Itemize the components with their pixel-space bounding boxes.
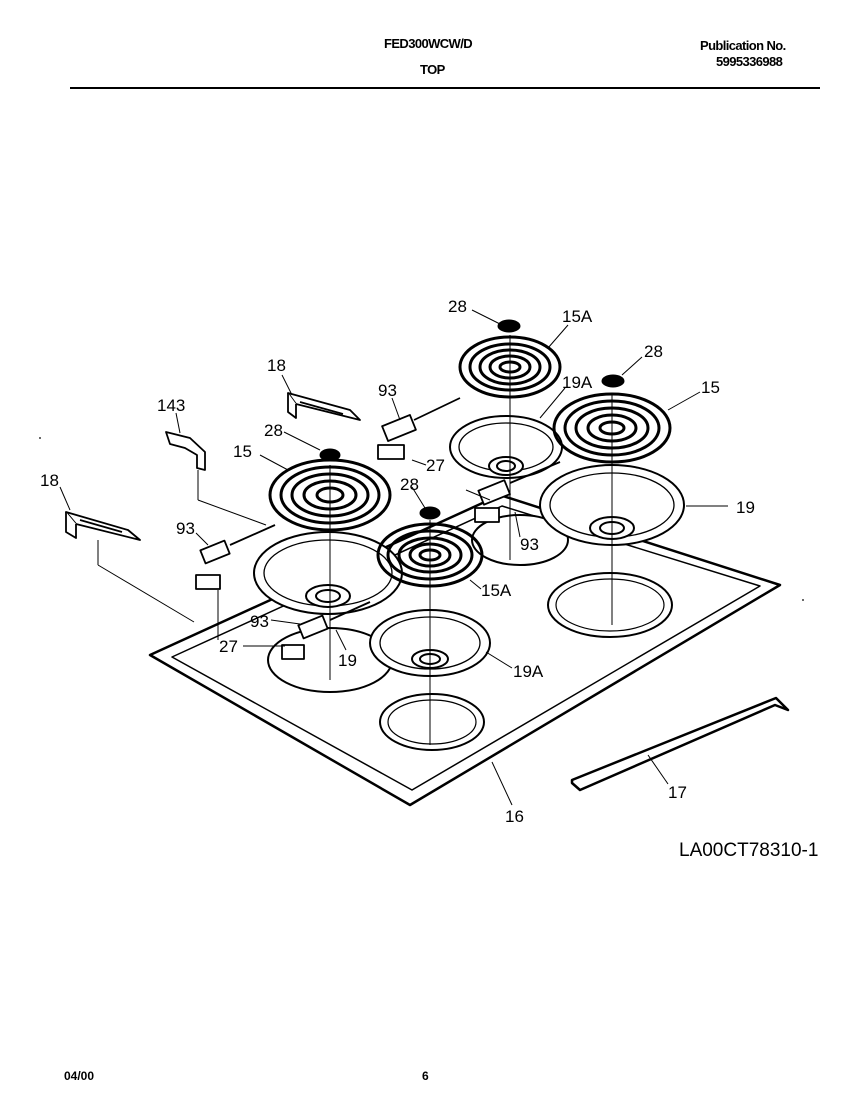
callout-18-left: 18: [40, 471, 59, 490]
publication-number: 5995336988: [716, 54, 783, 69]
drip-bowl-left-large: [253, 531, 403, 615]
leader-lines: [59, 309, 728, 806]
bracket-143: [165, 431, 206, 471]
callout-28-b: 28: [644, 342, 663, 361]
scan-marks: [39, 437, 804, 601]
hardware: [65, 392, 790, 792]
center-lines: [329, 335, 613, 745]
callout-93-rear: 93: [378, 381, 397, 400]
callout-16: 16: [505, 807, 524, 826]
page-number: 6: [422, 1069, 429, 1083]
receptacle-93-right: [474, 461, 561, 523]
publication-label: Publication No.: [700, 38, 786, 53]
callout-93-front: 93: [250, 612, 269, 631]
model-number: FED300WCW/D: [384, 36, 473, 51]
callout-19A-front: 19A: [513, 662, 544, 681]
callout-15A-rear: 15A: [562, 307, 593, 326]
element-openings: [267, 514, 673, 751]
callout-18-rear: 18: [267, 356, 286, 375]
callout-93-right: 93: [520, 535, 539, 554]
callout-93-left: 93: [176, 519, 195, 538]
callout-28-d: 28: [400, 475, 419, 494]
footer-date: 04/00: [64, 1069, 95, 1083]
callout-27-front: 27: [219, 637, 238, 656]
callout-28-a: 28: [448, 297, 467, 316]
receptacle-93-rear: [377, 397, 461, 460]
receptacle-93-left: [195, 524, 276, 590]
callout-19A-rear: 19A: [562, 373, 593, 392]
header-rule: [70, 87, 820, 89]
control-rod-17: [570, 696, 790, 792]
callout-17: 17: [668, 783, 687, 802]
bracket-18-left: [65, 511, 141, 541]
callouts: 28 15A 28 19A 15 18 93 143 28 15 27 28 1…: [40, 297, 755, 826]
callout-19-right: 19: [736, 498, 755, 517]
section-title: TOP: [420, 62, 445, 77]
drawing-id: LA00CT78310-1: [679, 840, 818, 861]
callout-27-rear: 27: [426, 456, 445, 475]
callout-28-c: 28: [264, 421, 283, 440]
callout-15A-front: 15A: [481, 581, 512, 600]
bracket-18-rear: [287, 392, 361, 421]
callout-19-front: 19: [338, 651, 357, 670]
receptacle-93-front: [281, 601, 371, 660]
callout-143: 143: [157, 396, 185, 415]
callout-15-left: 15: [233, 442, 252, 461]
callout-15-right: 15: [701, 378, 720, 397]
trim-rings: [319, 319, 625, 520]
